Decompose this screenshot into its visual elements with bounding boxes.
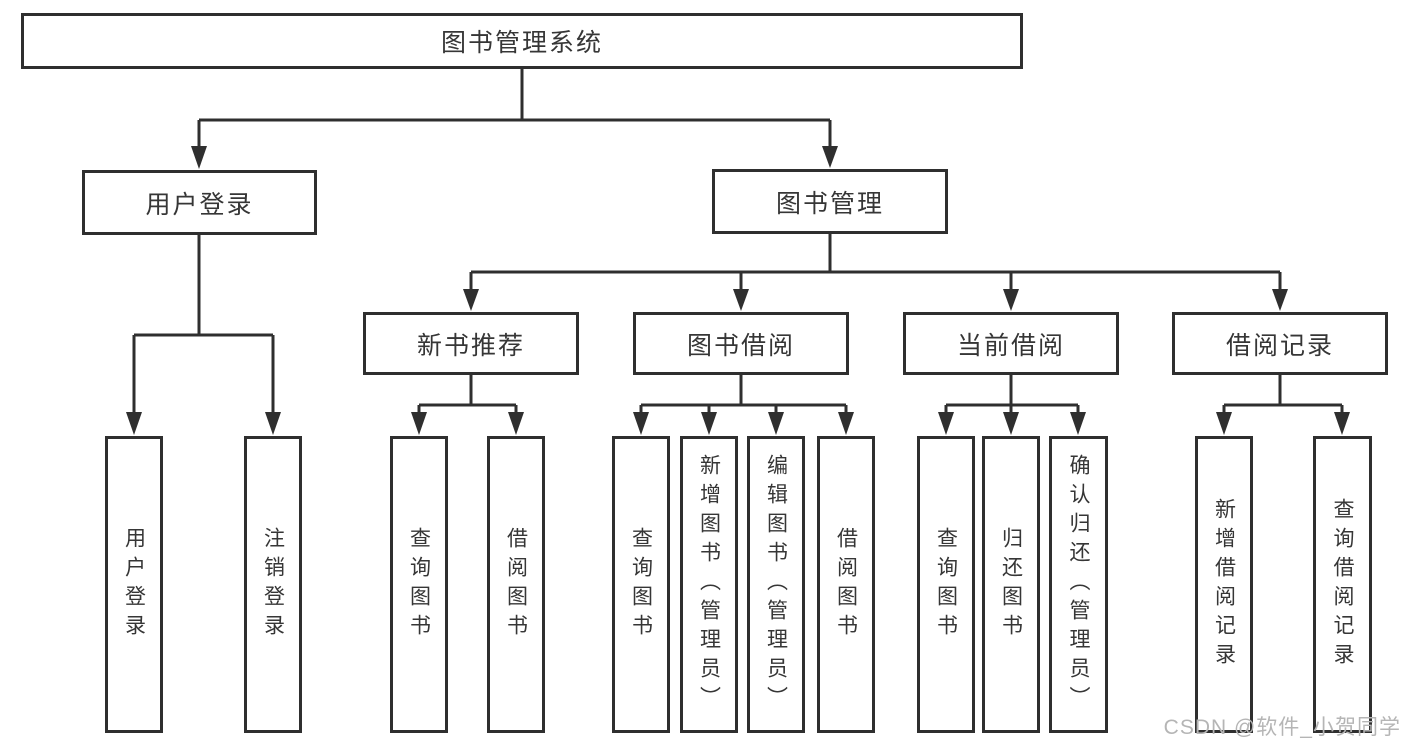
node-book-borrow-label: 图书借阅 <box>686 331 795 360</box>
leaf-query-borrow-record: 查询借阅记录 <box>1313 436 1372 733</box>
leaf-borrow-books-1-label: 借阅图书 <box>504 526 528 643</box>
node-current-borrow: 当前借阅 <box>903 312 1119 375</box>
leaf-logout-login-label: 注销登录 <box>261 526 285 643</box>
leaf-confirm-return-admin-label: 确认归还（管理员） <box>1067 454 1090 715</box>
leaf-borrow-books-1: 借阅图书 <box>487 436 545 733</box>
node-library-system: 图书管理系统 <box>21 13 1023 69</box>
leaf-query-books-1-label: 查询图书 <box>407 526 431 643</box>
node-current-borrow-label: 当前借阅 <box>956 331 1065 360</box>
leaf-add-borrow-record: 新增借阅记录 <box>1195 436 1253 733</box>
node-book-management-label: 图书管理 <box>775 189 884 218</box>
leaf-return-books-label: 归还图书 <box>999 526 1023 643</box>
leaf-query-books-3: 查询图书 <box>917 436 975 733</box>
node-new-book-recommend: 新书推荐 <box>363 312 579 375</box>
leaf-query-borrow-record-label: 查询借阅记录 <box>1331 497 1354 672</box>
leaf-query-books-2: 查询图书 <box>612 436 670 733</box>
leaf-borrow-books-2: 借阅图书 <box>817 436 875 733</box>
leaf-user-login: 用户登录 <box>105 436 163 733</box>
node-borrow-record: 借阅记录 <box>1172 312 1388 375</box>
node-borrow-record-label: 借阅记录 <box>1225 331 1334 360</box>
leaf-add-borrow-record-label: 新增借阅记录 <box>1212 497 1236 672</box>
node-user-login-label: 用户登录 <box>145 190 254 219</box>
node-book-borrow: 图书借阅 <box>633 312 849 375</box>
leaf-confirm-return-admin: 确认归还（管理员） <box>1049 436 1108 733</box>
leaf-add-books-admin-label: 新增图书（管理员） <box>697 454 721 715</box>
leaf-edit-books-admin-label: 编辑图书（管理员） <box>764 454 788 715</box>
leaf-user-login-label: 用户登录 <box>122 526 146 643</box>
node-user-login: 用户登录 <box>82 170 317 235</box>
leaf-query-books-3-label: 查询图书 <box>934 526 958 643</box>
node-book-management: 图书管理 <box>712 169 948 234</box>
node-library-system-label: 图书管理系统 <box>440 29 603 57</box>
leaf-add-books-admin: 新增图书（管理员） <box>680 436 738 733</box>
node-new-book-recommend-label: 新书推荐 <box>416 331 525 360</box>
csdn-watermark: CSDN @软件_小贺同学 <box>1163 716 1401 739</box>
leaf-edit-books-admin: 编辑图书（管理员） <box>747 436 805 733</box>
leaf-query-books-1: 查询图书 <box>390 436 448 733</box>
leaf-return-books: 归还图书 <box>982 436 1040 733</box>
leaf-borrow-books-2-label: 借阅图书 <box>834 526 858 643</box>
leaf-query-books-2-label: 查询图书 <box>629 526 653 643</box>
leaf-logout-login: 注销登录 <box>244 436 302 733</box>
